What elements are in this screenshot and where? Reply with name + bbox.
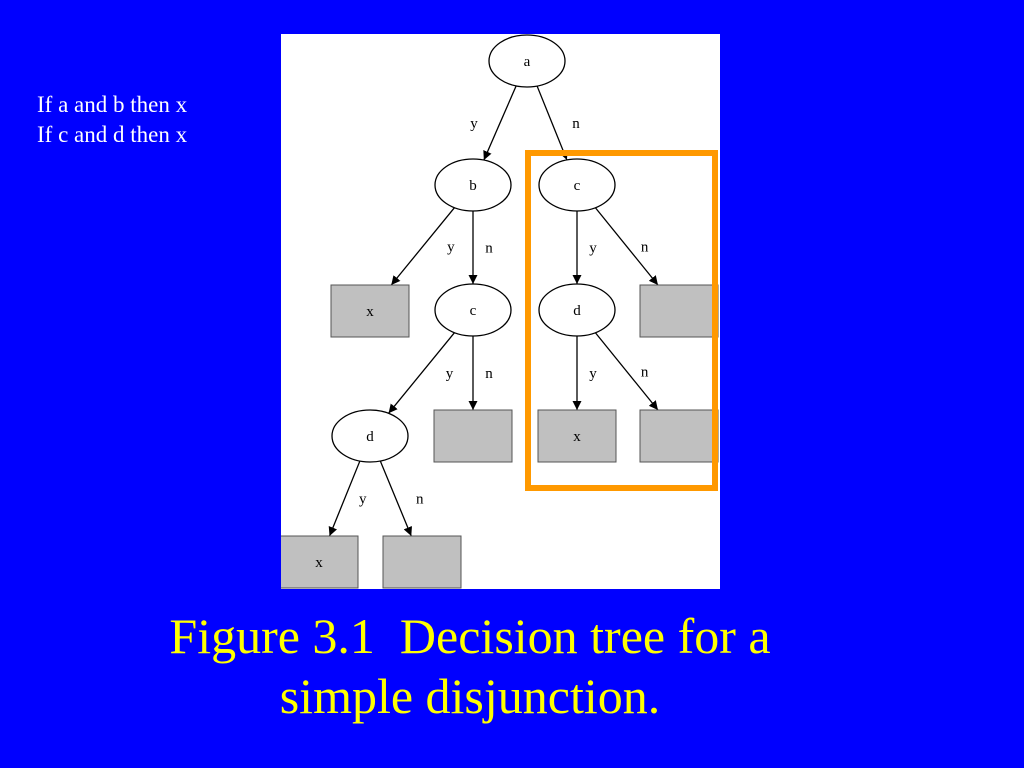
edge-label: n xyxy=(641,239,649,255)
rule-2: If c and d then x xyxy=(37,122,188,147)
leaf-box xyxy=(281,535,359,589)
leaf-box xyxy=(639,409,719,463)
caption-line-2: simple disjunction. xyxy=(279,668,661,724)
edge-label: n xyxy=(416,492,424,508)
leaf-box xyxy=(639,284,719,338)
tree-node-c1: c xyxy=(434,283,512,337)
leaf-box xyxy=(433,409,513,463)
edge-label: n xyxy=(485,241,493,257)
leaf-box xyxy=(330,284,410,338)
tree-node-d1: d xyxy=(331,409,409,463)
figure-caption: Figure 3.1 Decision tree for a simple di… xyxy=(0,606,940,726)
edge-label: n xyxy=(485,366,493,382)
leaf-box xyxy=(537,409,617,463)
node-label: b xyxy=(469,178,477,194)
node-ellipse xyxy=(434,283,512,337)
node-ellipse xyxy=(488,34,566,88)
edge-d1-l3 xyxy=(328,460,361,537)
node-label: c xyxy=(574,178,581,194)
edge-a-c2 xyxy=(536,85,568,161)
edge-label: y xyxy=(359,492,367,508)
edge-a-b xyxy=(483,85,517,161)
node-ellipse xyxy=(538,158,616,212)
decision-tree-diagram: y n y n y n y n y n y n a b c d c d x x x xyxy=(281,34,719,589)
tree-node-a: a xyxy=(488,34,566,88)
tree-leaf-l1: x xyxy=(330,284,410,338)
node-label: d xyxy=(366,429,374,445)
edge-label: y xyxy=(589,366,597,382)
caption-line-1: Figure 3.1 Decision tree for a xyxy=(169,608,771,664)
edge-label: n xyxy=(641,364,649,380)
edge-d1-l4 xyxy=(379,460,412,537)
tree-leaf-l5 xyxy=(639,284,719,338)
edge-label: y xyxy=(470,116,478,132)
node-label: d xyxy=(573,303,581,319)
highlight-box xyxy=(525,150,718,491)
leaf-box xyxy=(382,535,462,589)
node-label: a xyxy=(524,54,531,70)
tree-leaf-l2 xyxy=(433,409,513,463)
node-ellipse xyxy=(538,283,616,337)
tree-leaf-l6: x xyxy=(537,409,617,463)
node-ellipse xyxy=(434,158,512,212)
edge-b-l1 xyxy=(390,207,455,286)
tree-leaf-l3: x xyxy=(281,535,359,589)
edge-label: y xyxy=(447,239,455,255)
leaf-label: x xyxy=(573,429,581,445)
tree-leaf-l4 xyxy=(382,535,462,589)
edge-d2-l7 xyxy=(594,332,659,411)
rule-1: If a and b then x xyxy=(37,92,188,117)
leaf-label: x xyxy=(315,555,323,571)
edge-label: n xyxy=(572,116,580,132)
tree-node-c2: c xyxy=(538,158,616,212)
tree-node-d2: d xyxy=(538,283,616,337)
edge-c1-d1 xyxy=(388,332,455,414)
decision-tree-panel: y n y n y n y n y n y n a b c d c d x x x xyxy=(281,34,720,589)
rules-text: If a and b then x If c and d then x xyxy=(37,90,187,150)
leaf-label: x xyxy=(366,304,374,320)
edge-label: y xyxy=(446,366,454,382)
tree-node-b: b xyxy=(434,158,512,212)
tree-leaf-l7 xyxy=(639,409,719,463)
edge-label: y xyxy=(589,241,597,257)
node-label: c xyxy=(470,303,477,319)
edge-c2-l5 xyxy=(594,207,659,286)
node-ellipse xyxy=(331,409,409,463)
